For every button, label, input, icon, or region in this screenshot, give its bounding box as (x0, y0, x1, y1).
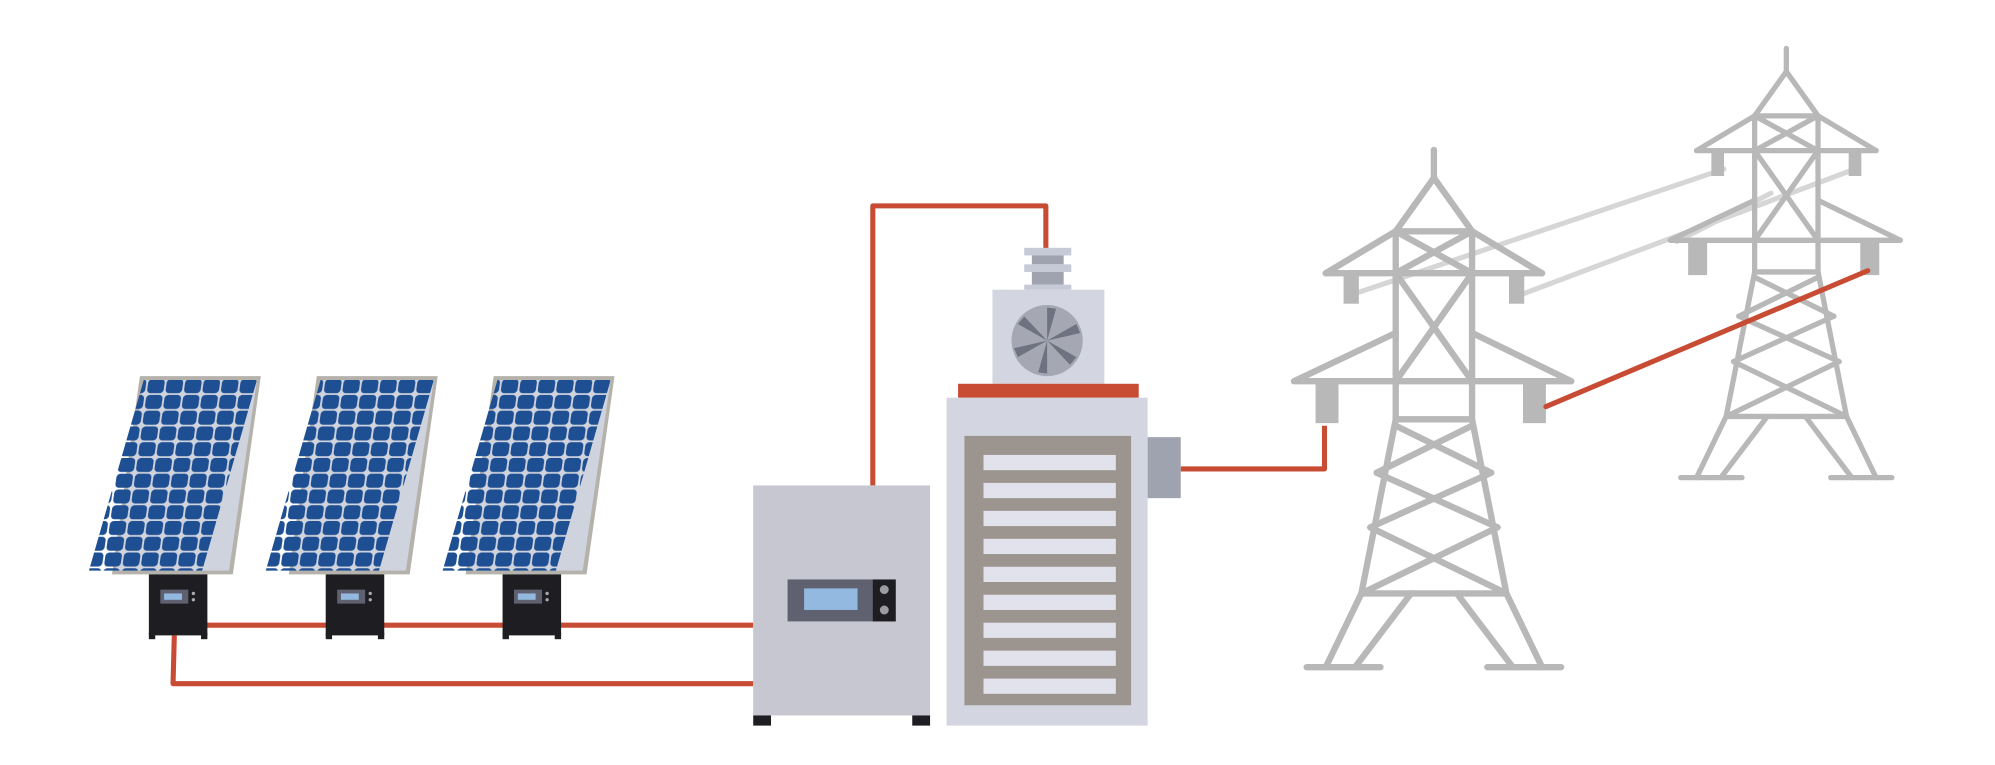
inverter-icon (753, 485, 931, 726)
solar-panel-icon (88, 376, 261, 640)
grid-wire (1543, 268, 1871, 410)
solar-panel-icon (442, 376, 615, 640)
solar-panel-icon (265, 376, 438, 640)
power-tower-icon (1294, 150, 1571, 667)
battery-cabinet (946, 247, 1181, 726)
dc-wires (170, 203, 1328, 687)
fan-icon (1011, 304, 1083, 377)
power-tower-icon (1670, 48, 1900, 477)
